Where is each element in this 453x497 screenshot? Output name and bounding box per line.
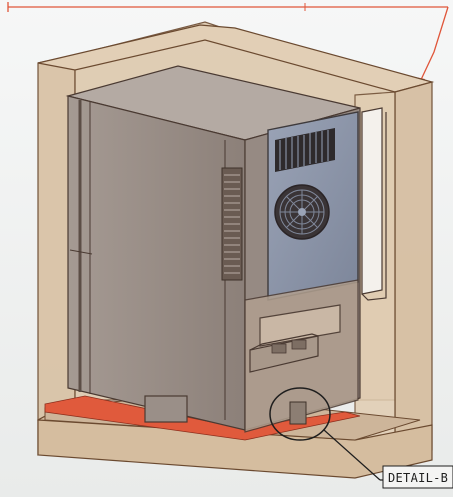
fan-icon [274,184,330,240]
right-rail [361,107,387,301]
detail-b-leader [323,429,381,481]
unit-foot-left [144,395,188,423]
enclosure-right-panel [394,81,433,463]
lower-opening [259,304,341,347]
lower-front-frame [244,279,359,433]
seal-strip [44,395,361,441]
detail-b-label: DETAIL-B [388,471,448,485]
unit-left-face [67,95,246,431]
detail-b-label-box [382,465,453,489]
detail-b-part [289,401,307,425]
side-vent-grill [221,167,243,281]
front-panel [267,111,359,301]
front-grille [275,128,335,172]
